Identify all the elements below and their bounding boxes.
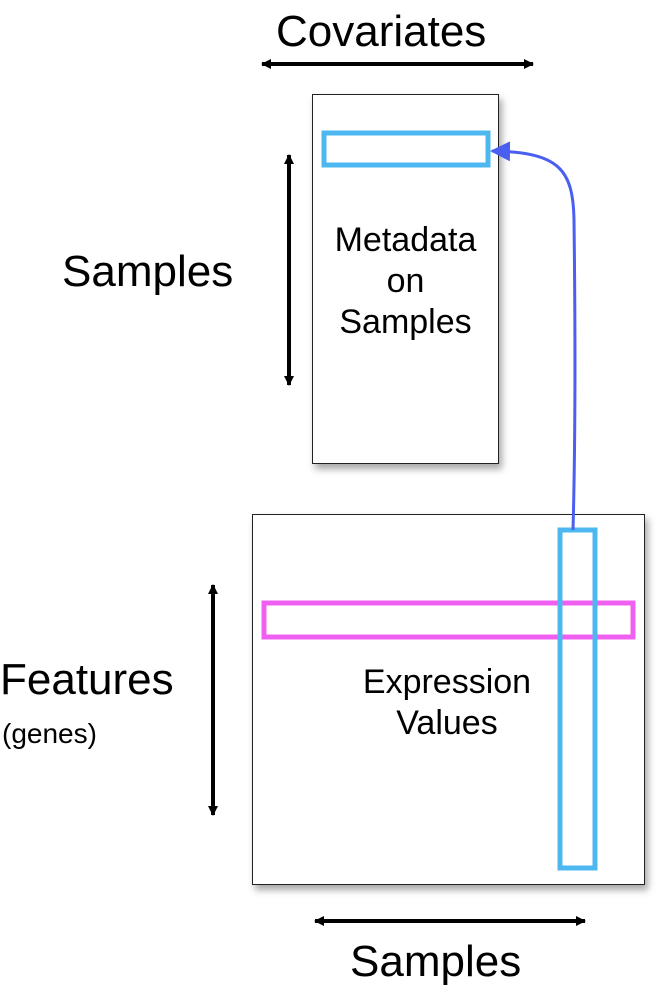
expression-label-line-1: Expression [362, 663, 532, 701]
metadata-row-highlight [321, 130, 491, 168]
expression-label: Expression Values [340, 662, 554, 744]
expression-label-line-2: Values [396, 703, 498, 742]
feature-row-highlight [261, 600, 636, 640]
samples-axis-label-bottom: Samples [350, 937, 522, 986]
sample-to-metadata-arrow [490, 141, 577, 531]
covariates-label: Covariates [276, 7, 487, 56]
metadata-label: Metadata on Samples [318, 220, 493, 342]
metadata-label-line-2: on [386, 261, 425, 300]
expression-matrix-box [252, 514, 645, 885]
metadata-table-box [312, 94, 499, 464]
sample-column-highlight [557, 527, 598, 871]
features-label: Features [0, 655, 174, 704]
features-sub-label: (genes) [2, 718, 97, 749]
metadata-label-line-1: Metadata [334, 221, 477, 259]
metadata-label-line-3: Samples [339, 302, 472, 341]
samples-axis-label-left: Samples [62, 247, 234, 296]
